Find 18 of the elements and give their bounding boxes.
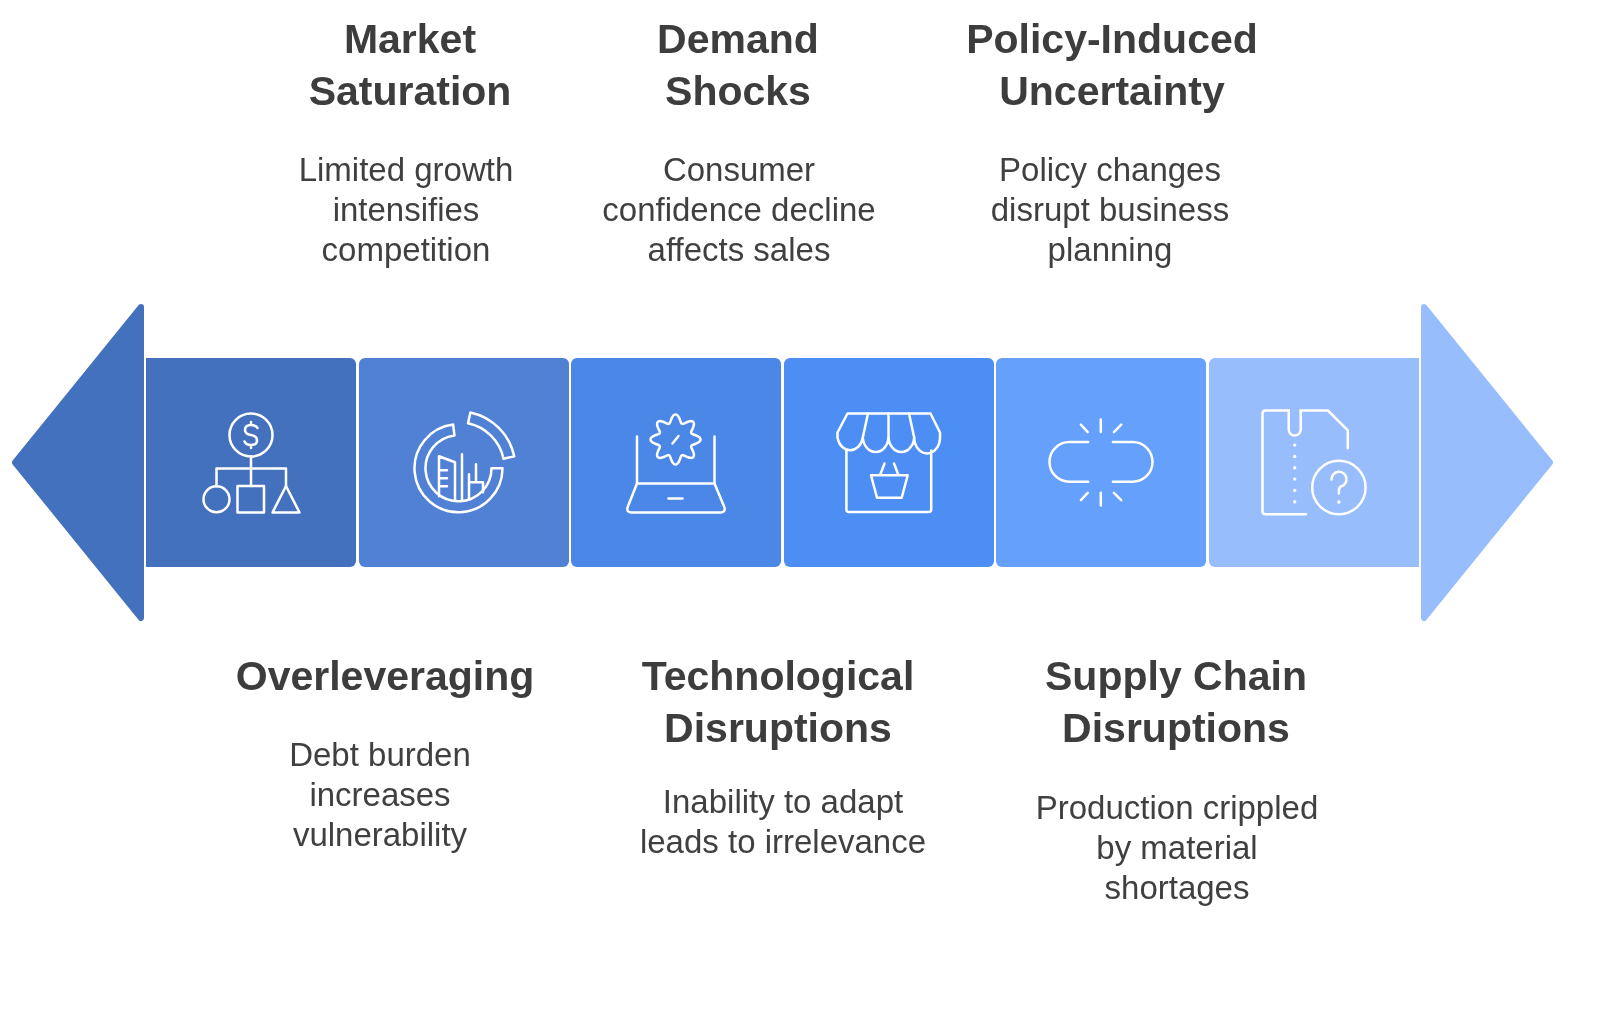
heading: Supply Chain Disruptions (1044, 652, 1308, 753)
arrow-segment (571, 358, 781, 567)
description: Consumer confidence decline affects sales (601, 150, 877, 270)
description: Production crippled by material shortages (1034, 788, 1320, 908)
heading: Demand Shocks (656, 15, 820, 116)
heading: Overleveraging (234, 652, 536, 701)
description: Debt burden increases vulnerability (288, 735, 472, 855)
arrow-segment (146, 358, 356, 567)
heading: Market Saturation (307, 15, 513, 116)
description: Inability to adapt leads to irrelevance (638, 782, 928, 862)
arrow-segment (996, 358, 1206, 567)
arrow-segment (784, 358, 994, 567)
description: Limited growth intensifies competition (297, 150, 515, 270)
heading: Technological Disruptions (640, 652, 916, 753)
arrow-segment (359, 358, 569, 567)
arrow-segment (1209, 358, 1419, 567)
description: Policy changes disrupt business planning (989, 150, 1231, 270)
heading: Policy-Induced Uncertainty (965, 15, 1259, 116)
